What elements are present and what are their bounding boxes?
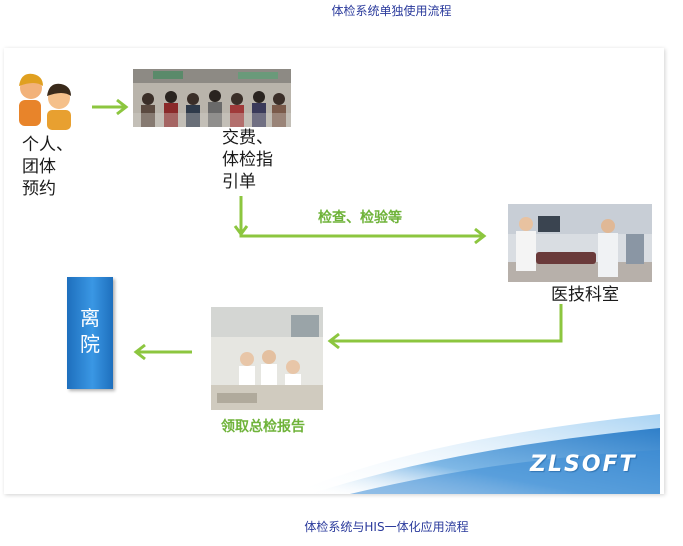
zlsoft-logo: ZLSOFT (530, 452, 637, 477)
arrow-medtech-to-report (327, 304, 563, 350)
arrow-report-to-discharge (133, 343, 192, 361)
reservation-image (13, 68, 79, 130)
medtech-label: 医技科室 (551, 285, 619, 305)
report-desk-photo (211, 307, 323, 410)
exam-label: 检查、检验等 (318, 210, 402, 226)
arrow-reservation-to-payment (92, 98, 129, 116)
discharge-box: 离 院 (67, 277, 113, 389)
arrow-payment-to-exam (233, 196, 487, 245)
top-title: 体检系统单独使用流程 (331, 4, 452, 18)
bottom-title: 体检系统与HIS一体化应用流程 (304, 520, 469, 534)
reservation-label: 个人、 团体 预约 (22, 135, 73, 199)
medtech-room-photo (508, 204, 652, 282)
discharge-label: 离 院 (80, 306, 100, 356)
payment-label: 交费、 体检指 引单 (222, 128, 273, 192)
report-label: 领取总检报告 (221, 419, 305, 435)
payment-hall-photo (133, 69, 291, 127)
logo-swoosh (290, 414, 660, 494)
